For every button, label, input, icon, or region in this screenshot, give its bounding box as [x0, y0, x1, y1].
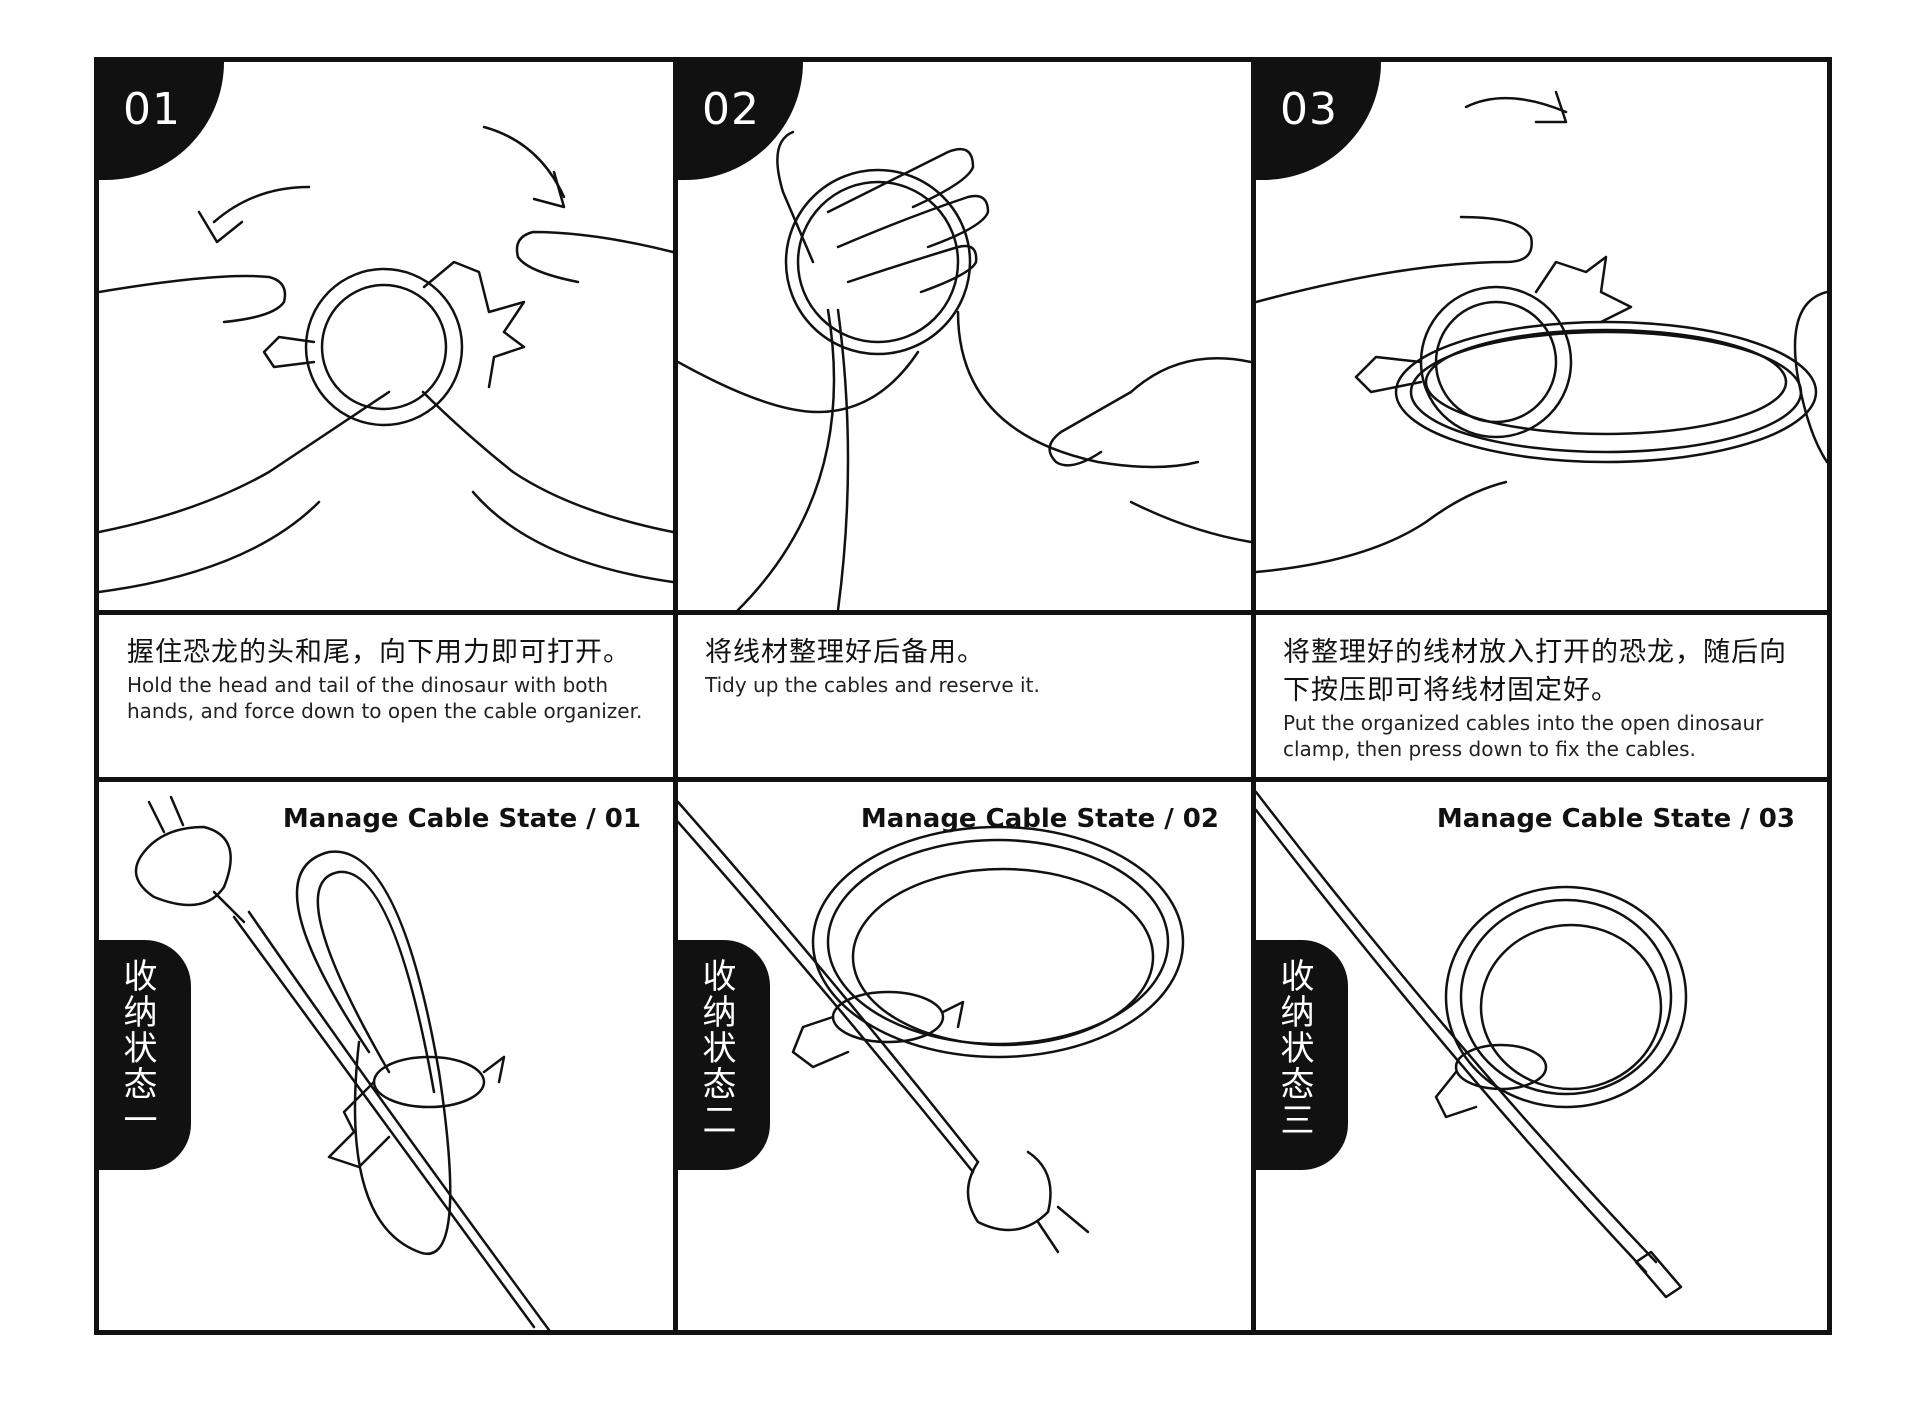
step-number: 03	[1280, 84, 1338, 135]
state-label-tab: 收纳状态一	[99, 940, 191, 1170]
state-label: 收纳状态二	[696, 958, 736, 1138]
step-2-illustration: 02	[678, 62, 1251, 610]
cable-into-clip-drawing	[1256, 90, 1827, 574]
step-number: 01	[123, 84, 181, 135]
state-title: Manage Cable State / 01	[282, 804, 641, 834]
step-3-caption: 将整理好的线材放入打开的恐龙，随后向下按压即可将线材固定好。 Put the o…	[1283, 634, 1803, 774]
state-label: 收纳状态三	[1274, 958, 1314, 1138]
state-label-tab: 收纳状态二	[678, 940, 770, 1170]
step-number: 02	[702, 84, 760, 135]
state-title: Manage Cable State / 02	[860, 804, 1219, 834]
looped-cable-with-plug-drawing	[134, 795, 551, 1330]
step-1-illustration: 01	[99, 62, 673, 610]
grid-divider	[673, 62, 678, 1330]
step-2-caption: 将线材整理好后备用。 Tidy up the cables and reserv…	[705, 634, 1235, 774]
grid-divider	[99, 610, 1827, 615]
coiled-cable-with-plug-drawing	[678, 800, 1185, 1254]
grid-divider	[1251, 62, 1256, 1330]
step-1-caption: 握住恐龙的头和尾，向下用力即可打开。 Hold the head and tai…	[127, 634, 667, 774]
grid-divider	[99, 777, 1827, 782]
step-number-badge: 01	[99, 62, 224, 180]
state-3-panel: Manage Cable State / 03 收纳状态三	[1256, 782, 1827, 1330]
step-3-illustration: 03	[1256, 62, 1827, 610]
caption-english: Tidy up the cables and reserve it.	[705, 673, 1040, 697]
coiled-cable-with-usb-c-drawing	[1256, 790, 1688, 1299]
caption-english: Hold the head and tail of the dinosaur w…	[127, 673, 643, 723]
state-label-tab: 收纳状态三	[1256, 940, 1348, 1170]
state-1-panel: Manage Cable State / 01 收纳状态一	[99, 782, 673, 1330]
caption-chinese: 握住恐龙的头和尾，向下用力即可打开。	[127, 637, 631, 668]
caption-english: Put the organized cables into the open d…	[1283, 711, 1764, 761]
hand-coiling-cable-drawing	[678, 130, 1251, 610]
caption-chinese: 将整理好的线材放入打开的恐龙，随后向下按压即可将线材固定好。	[1283, 637, 1787, 706]
state-title: Manage Cable State / 03	[1436, 804, 1795, 834]
state-2-panel: Manage Cable State / 02 收纳状态二	[678, 782, 1251, 1330]
caption-chinese: 将线材整理好后备用。	[705, 637, 985, 668]
state-label: 收纳状态一	[117, 958, 157, 1138]
hands-opening-clip-drawing	[99, 125, 673, 594]
instruction-grid: 01 02	[94, 57, 1832, 1335]
